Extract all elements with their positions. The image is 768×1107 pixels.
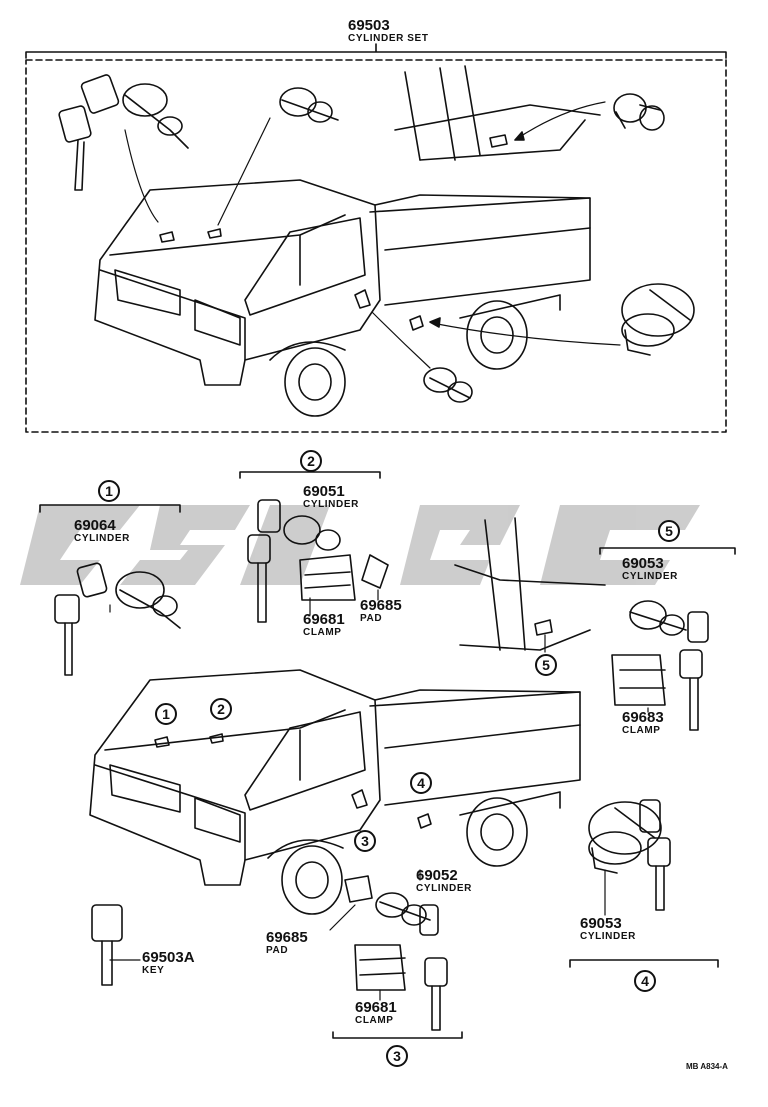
group1-bracket xyxy=(39,504,181,513)
group2-bracket xyxy=(239,471,381,479)
group4-parts xyxy=(588,799,671,911)
group4-part-name: CYLINDER xyxy=(580,931,636,942)
set-bracket xyxy=(25,43,727,59)
group2-pad-name: PAD xyxy=(360,613,383,624)
footer-reference: MB A834-A xyxy=(686,1062,728,1071)
set-dashed-box xyxy=(25,59,727,433)
group5-parts xyxy=(611,600,709,731)
group2-pad-number: 69685 xyxy=(360,597,402,614)
truck-lower xyxy=(89,669,581,915)
truck-callout-1: 1 xyxy=(155,703,177,725)
key-69503A xyxy=(91,904,141,986)
truck-callout-2: 2 xyxy=(210,698,232,720)
group4-bracket xyxy=(569,959,719,968)
group1-part-number: 69064 xyxy=(74,517,116,534)
group3-part-name: CYLINDER xyxy=(416,883,472,894)
side-panel-upper xyxy=(394,65,606,161)
group2-parts xyxy=(247,499,389,623)
group2-clamp-name: CLAMP xyxy=(303,627,342,638)
group3-clamp-number: 69681 xyxy=(355,999,397,1016)
group5-callout: 5 xyxy=(658,520,680,542)
group5-part-name: CYLINDER xyxy=(622,571,678,582)
group3-bracket xyxy=(332,1031,463,1039)
truck-callout-4: 4 xyxy=(410,772,432,794)
group3-callout: 3 xyxy=(386,1045,408,1067)
set-part-number: 69503 xyxy=(348,17,390,34)
group4-callout: 4 xyxy=(634,970,656,992)
group5-clamp-name: CLAMP xyxy=(622,725,661,736)
group5-part-number: 69053 xyxy=(622,555,664,572)
group1-parts xyxy=(54,562,181,676)
group3-pad-name: PAD xyxy=(266,945,289,956)
door-cylinder-upper xyxy=(371,311,473,403)
group5-clamp-number: 69683 xyxy=(622,709,664,726)
key-part-number: 69503A xyxy=(142,949,195,966)
watermark-logo xyxy=(20,505,700,585)
group3-pad-number: 69685 xyxy=(266,929,308,946)
key-part-name: KEY xyxy=(142,965,165,976)
group2-part-number: 69051 xyxy=(303,483,345,500)
group2-part-name: CYLINDER xyxy=(303,499,359,510)
group3-clamp-name: CLAMP xyxy=(355,1015,394,1026)
key-cylinder-upper-left xyxy=(58,74,189,223)
group3-part-number: 69052 xyxy=(416,867,458,884)
set-part-name: CYLINDER SET xyxy=(348,33,429,44)
panel-callout-5: 5 xyxy=(535,654,557,676)
group2-callout: 2 xyxy=(300,450,322,472)
group1-part-name: CYLINDER xyxy=(74,533,130,544)
group4-part-number: 69053 xyxy=(580,915,622,932)
group1-callout: 1 xyxy=(98,480,120,502)
group5-bracket xyxy=(599,547,736,555)
side-panel-middle xyxy=(454,517,606,651)
cylinder-upper-mid xyxy=(217,87,339,226)
fuel-cap-cylinder-upper xyxy=(429,283,695,356)
group3-parts xyxy=(344,875,448,1031)
cylinder-upper-right xyxy=(613,93,665,131)
group2-clamp-number: 69681 xyxy=(303,611,345,628)
truck-upper xyxy=(94,179,591,417)
truck-callout-3: 3 xyxy=(354,830,376,852)
leader-lines xyxy=(109,589,649,1001)
